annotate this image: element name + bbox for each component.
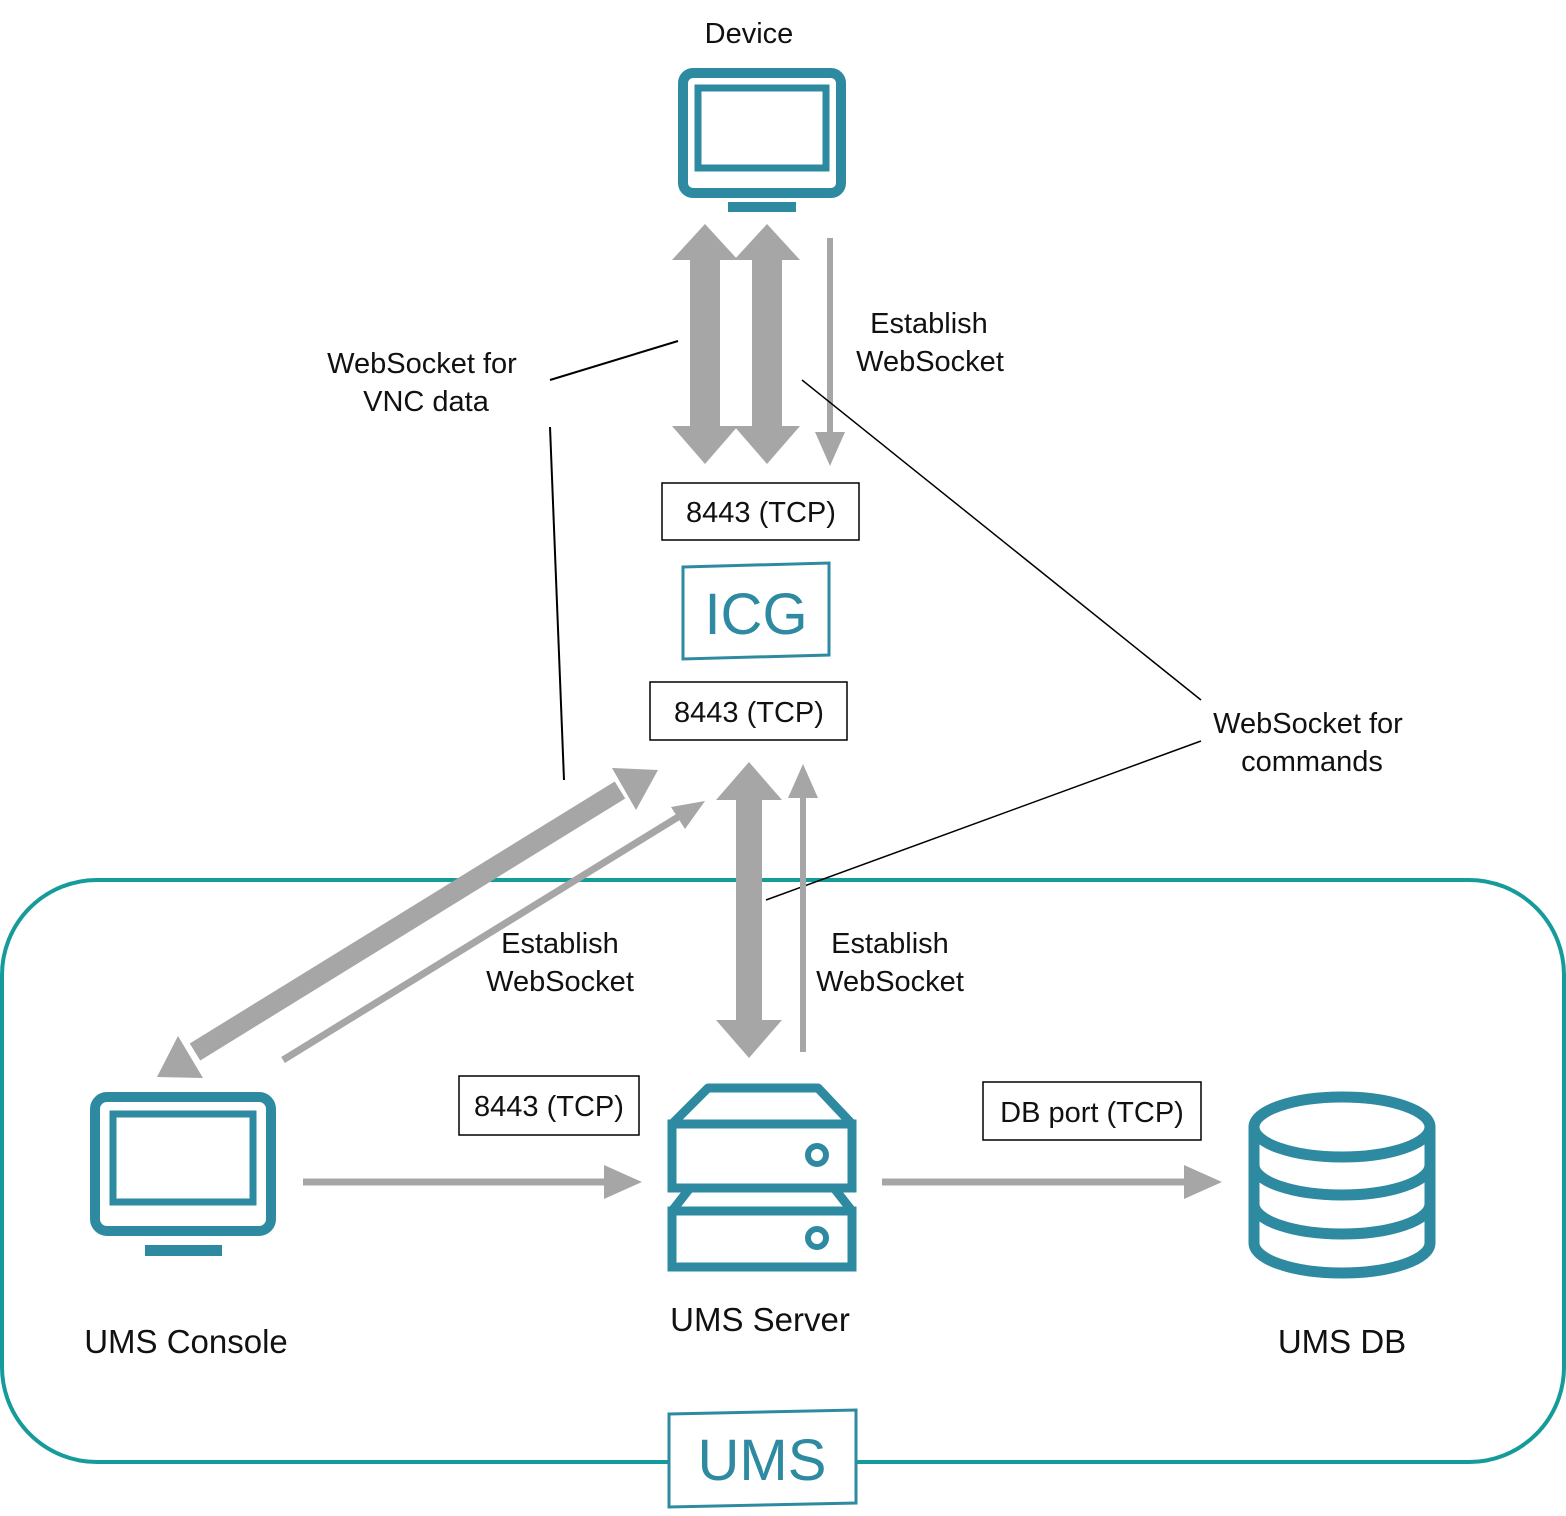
console-monitor-icon: [90, 1092, 276, 1256]
server-establish-line-1: Establish: [831, 928, 949, 960]
commands-leader-lines: [765, 379, 1202, 901]
commands-annotation-line-2: commands: [1241, 746, 1383, 778]
db-label: UMS DB: [1278, 1323, 1406, 1360]
database-icon: [1248, 1091, 1436, 1279]
server-icg-double-arrow: [716, 762, 782, 1058]
icg-bottom-port-box: 8443 (TCP): [649, 681, 848, 741]
icg-logo-text: ICG: [704, 582, 807, 647]
console-label: UMS Console: [84, 1323, 288, 1360]
device-establish-line-1: Establish: [870, 308, 988, 340]
device-icg-double-arrow-2: [734, 224, 800, 464]
console-icg-double-arrow: [157, 768, 658, 1078]
commands-annotation-line-1: WebSocket for: [1213, 708, 1403, 740]
vnc-annotation: WebSocket for VNC data: [327, 348, 525, 418]
server-in-port-box: 8443 (TCP): [458, 1075, 640, 1136]
device-establish-label: Establish WebSocket: [856, 308, 1004, 378]
console-establish-line-1: Establish: [501, 928, 619, 960]
icg-top-port-box: 8443 (TCP): [661, 482, 860, 541]
vnc-leader-lines: [549, 340, 679, 781]
ums-logo: UMS: [667, 1408, 858, 1509]
console-server-arrow: [303, 1165, 642, 1199]
console-establish-label: Establish WebSocket: [486, 928, 634, 998]
ums-logo-text: UMS: [698, 1428, 827, 1493]
db-port-label: DB port (TCP): [1000, 1097, 1184, 1129]
device-monitor-icon: [678, 68, 846, 212]
server-db-arrow: [882, 1165, 1222, 1199]
db-port-box: DB port (TCP): [982, 1081, 1202, 1141]
device-icg-double-arrow-1: [672, 224, 738, 464]
device-icg-establish-arrow: [815, 238, 845, 466]
server-label: UMS Server: [670, 1301, 850, 1338]
server-icon: [667, 1083, 857, 1272]
server-establish-line-2: WebSocket: [816, 966, 964, 998]
icg-logo: ICG: [681, 561, 831, 661]
server-establish-label: Establish WebSocket: [816, 928, 964, 998]
vnc-annotation-line-2: VNC data: [363, 386, 490, 418]
device-establish-line-2: WebSocket: [856, 346, 1004, 378]
commands-annotation: WebSocket for commands: [1213, 708, 1411, 778]
icg-top-port-label: 8443 (TCP): [686, 497, 836, 529]
ums-boundary: [0, 878, 1566, 1464]
icg-bottom-port-label: 8443 (TCP): [674, 697, 824, 729]
server-in-port-label: 8443 (TCP): [474, 1091, 624, 1123]
console-establish-line-2: WebSocket: [486, 966, 634, 998]
console-icg-establish-arrow: [281, 801, 705, 1063]
device-label: Device: [705, 18, 794, 50]
server-icg-establish-arrow: [788, 764, 818, 1052]
vnc-annotation-line-1: WebSocket for: [327, 348, 517, 380]
